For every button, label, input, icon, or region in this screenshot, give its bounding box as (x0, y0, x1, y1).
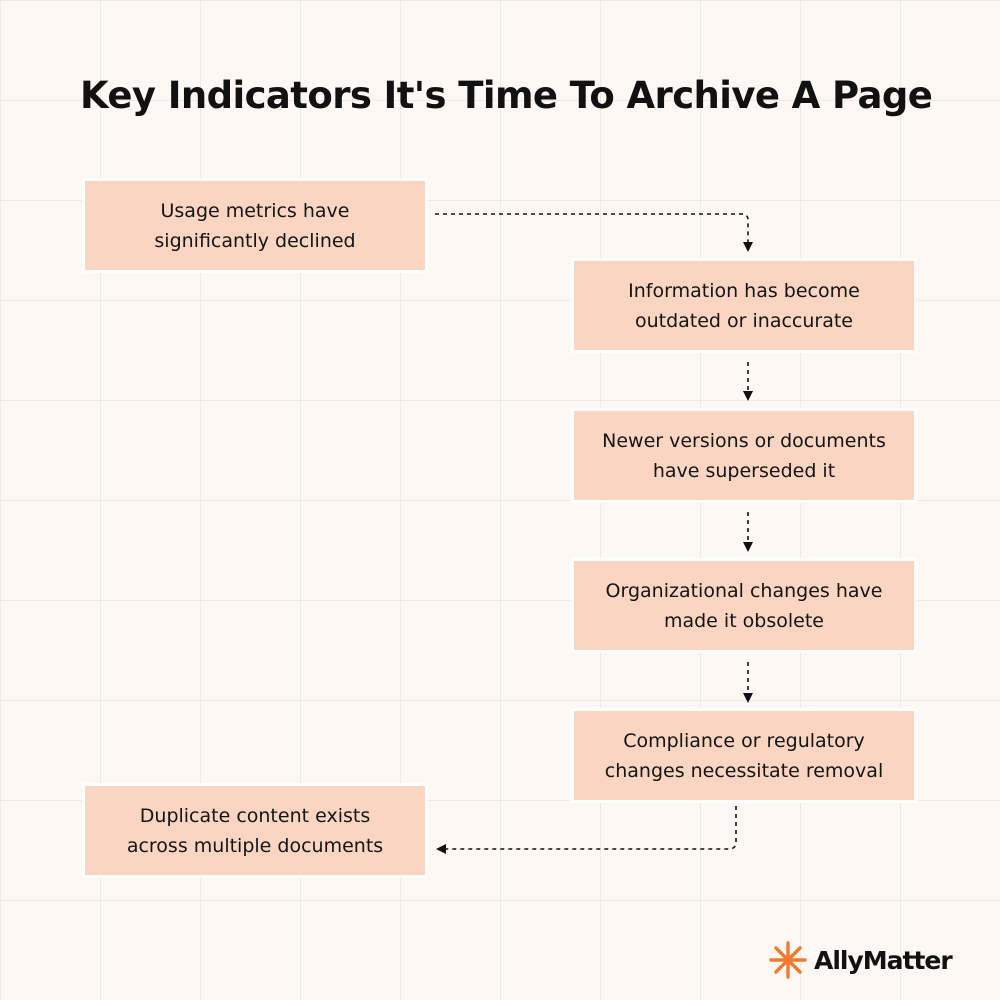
step-text: Information has become outdated or inacc… (628, 276, 860, 336)
page-title: Key Indicators It's Time To Archive A Pa… (80, 74, 933, 117)
step-text-line: outdated or inaccurate (634, 309, 853, 332)
step-usage-declined: Usage metrics have significantly decline… (82, 178, 428, 273)
connector-1-2 (435, 213, 749, 243)
step-text-line: Information has become (628, 279, 860, 302)
step-superseded-versions: Newer versions or documents have superse… (571, 408, 917, 503)
step-duplicate-content: Duplicate content exists across multiple… (82, 783, 428, 878)
step-text-line: changes necessitate removal (604, 759, 884, 782)
step-text-line: have superseded it (652, 459, 836, 482)
step-text-line: Usage metrics have (160, 199, 350, 222)
step-text-line: made it obsolete (663, 609, 824, 632)
connector-5-6 (445, 806, 737, 850)
step-text-line: Compliance or regulatory (623, 729, 865, 752)
arrowhead-1-2 (743, 242, 753, 252)
step-text: Usage metrics have significantly decline… (154, 196, 355, 256)
step-compliance-changes: Compliance or regulatory changes necessi… (571, 708, 917, 803)
brand-name: AllyMatter (814, 945, 953, 975)
arrowhead-2-3 (743, 391, 753, 401)
step-text: Compliance or regulatory changes necessi… (605, 726, 883, 786)
asterisk-burst-icon (769, 941, 807, 979)
step-text-line: Duplicate content exists (139, 804, 371, 827)
step-text-line: Newer versions or documents (602, 429, 886, 452)
arrowhead-5-6 (436, 844, 446, 854)
arrowhead-4-5 (743, 693, 753, 703)
step-text-line: significantly declined (154, 229, 356, 252)
step-text-line: across multiple documents (126, 834, 384, 857)
brand-logo: AllyMatter (768, 940, 953, 980)
step-text: Duplicate content exists across multiple… (127, 801, 383, 861)
step-text: Newer versions or documents have superse… (602, 426, 886, 486)
step-organizational-changes: Organizational changes have made it obso… (571, 558, 917, 653)
step-outdated-information: Information has become outdated or inacc… (571, 258, 917, 353)
arrowhead-3-4 (743, 542, 753, 552)
step-text: Organizational changes have made it obso… (606, 576, 883, 636)
step-text-line: Organizational changes have (605, 579, 883, 602)
